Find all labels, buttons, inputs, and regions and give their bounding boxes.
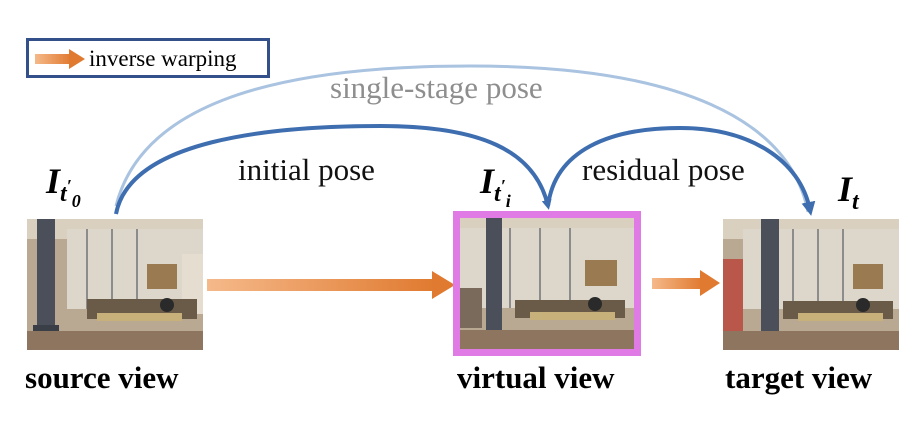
initial-pose-arc (114, 123, 552, 215)
virtual-symbol: It′i (480, 161, 511, 211)
residual-pose-label: residual pose (582, 152, 745, 187)
virtual-view-highlight-frame (453, 211, 641, 356)
legend-arrow-icon (35, 49, 85, 69)
target-view-image (723, 219, 899, 350)
virtual-view-image (460, 218, 634, 349)
initial-pose-label: initial pose (238, 152, 375, 187)
residual-pose-arc (546, 125, 816, 216)
source-view-image (27, 219, 203, 350)
warp-arrow-long (207, 271, 455, 299)
source-view-caption: source view (25, 360, 179, 395)
source-symbol: It′0 (46, 161, 81, 211)
target-view-caption: target view (725, 360, 873, 395)
legend: inverse warping (26, 38, 270, 78)
legend-label: inverse warping (89, 46, 237, 71)
virtual-view-caption: virtual view (457, 360, 615, 395)
single-stage-pose-arc (114, 64, 810, 213)
warp-arrow-short (652, 270, 720, 296)
target-symbol: It (838, 169, 859, 216)
single-stage-pose-label: single-stage pose (330, 70, 543, 105)
